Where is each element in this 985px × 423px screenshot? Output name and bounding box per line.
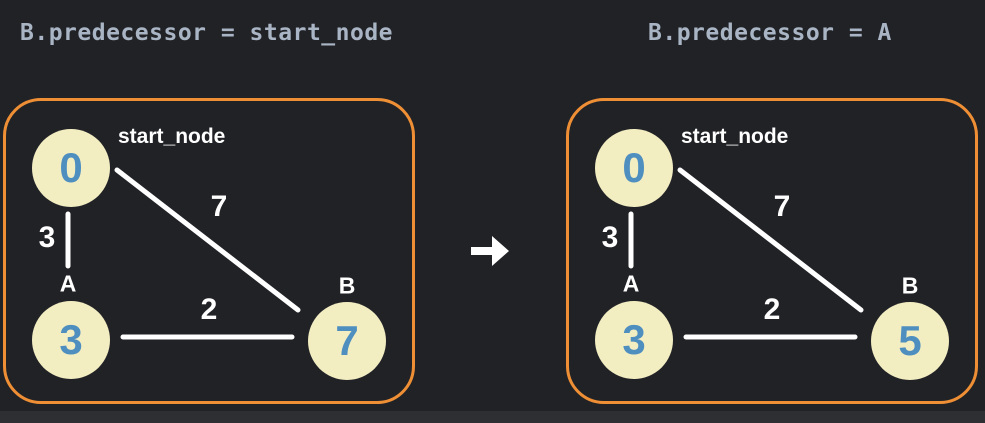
edge-weight-a-b: 2 — [200, 293, 218, 326]
right-arrow-icon — [471, 236, 509, 266]
step-title-before: B.predecessor = start_node — [20, 20, 394, 46]
graph-edges — [628, 167, 864, 340]
node-a-value: 3 — [622, 316, 646, 363]
node-b: 7 — [308, 302, 386, 380]
graph-panel-before: start_node 0 A 3 B 7 3 7 2 — [3, 98, 415, 404]
edge-start-to-b — [677, 167, 864, 313]
node-b-value: 5 — [898, 317, 922, 364]
node-start-value: 0 — [59, 144, 83, 191]
node-b-value: 7 — [335, 317, 359, 364]
node-start: 0 — [595, 129, 673, 207]
edge-weight-a-b: 2 — [763, 293, 781, 326]
node-b-label: B — [338, 272, 356, 299]
step-title-after: B.predecessor = A — [648, 20, 892, 46]
node-a: 3 — [595, 301, 673, 379]
node-b: 5 — [871, 302, 949, 380]
edge-weight-start-b: 7 — [210, 190, 228, 223]
node-a-value: 3 — [59, 316, 83, 363]
graph-panel-after: start_node 0 A 3 B 5 3 7 2 — [566, 98, 978, 404]
graph-edges — [65, 167, 301, 340]
node-a-label: A — [59, 270, 77, 297]
start-node-label: start_node — [681, 125, 789, 148]
node-start: 0 — [32, 129, 110, 207]
node-a-label: A — [622, 270, 640, 297]
node-start-value: 0 — [622, 144, 646, 191]
edge-weight-start-a: 3 — [601, 221, 619, 254]
node-a: 3 — [32, 301, 110, 379]
edge-weight-start-a: 3 — [38, 221, 56, 254]
edge-weight-start-b: 7 — [773, 190, 791, 223]
node-b-label: B — [901, 272, 919, 299]
edge-start-to-b — [114, 167, 301, 313]
start-node-label: start_node — [118, 125, 226, 148]
bottom-edge-strip — [0, 411, 985, 423]
